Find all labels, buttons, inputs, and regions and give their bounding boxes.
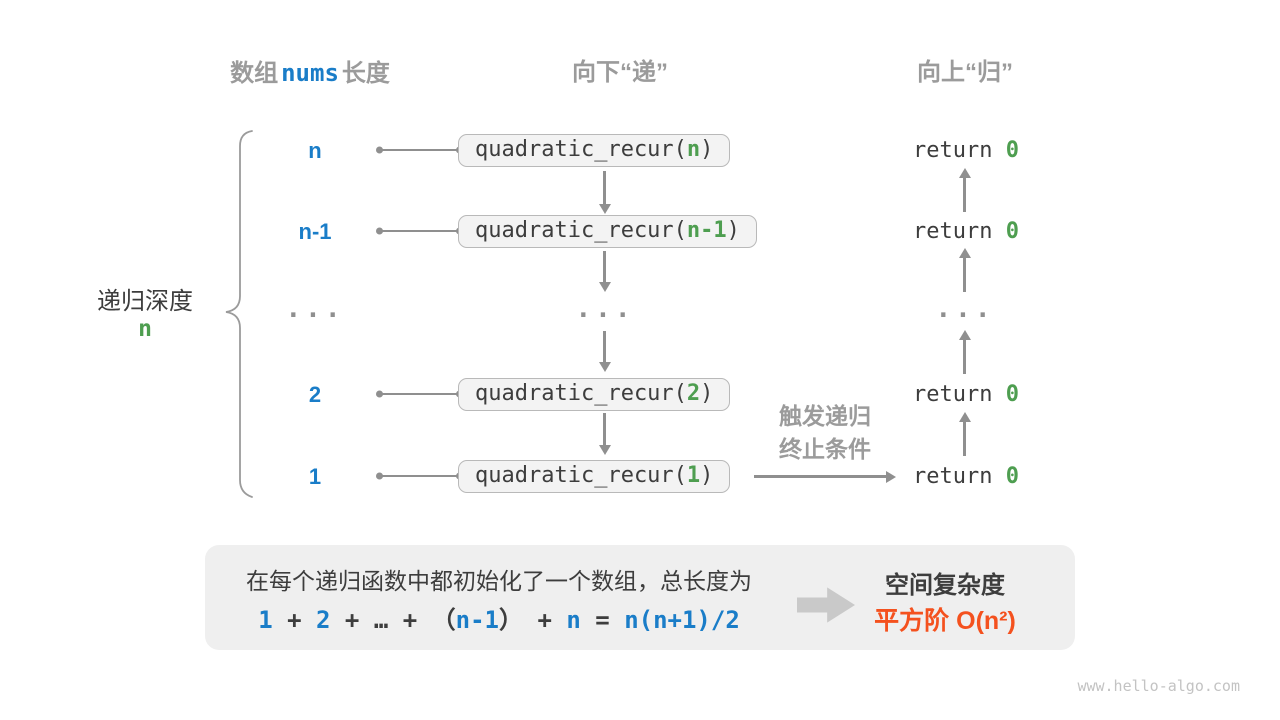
header-array-code: nums [281, 59, 339, 87]
connector-line-icon [379, 393, 461, 395]
formula-ellipsis: … [373, 606, 389, 634]
depth-label: 1 [308, 464, 322, 489]
formula-op: + [272, 606, 317, 634]
trigger-label-line1: 触发递归 [779, 403, 871, 429]
formula-op: + [330, 606, 374, 634]
formula-term: n-1 [455, 606, 500, 634]
trigger-label-line2: 终止条件 [779, 436, 871, 462]
call-arg: 2 [686, 381, 701, 406]
depth-label: 2 [308, 382, 322, 407]
formula-term: n [566, 606, 581, 634]
brace-icon [225, 130, 253, 498]
formula-op: = [580, 606, 625, 634]
ellipsis: ... [285, 294, 345, 324]
return-value: 0 [1005, 219, 1019, 244]
call-arg: n [686, 137, 701, 162]
ellipsis: ... [935, 294, 995, 324]
call-fn: quadratic_recur( [475, 137, 687, 162]
arrow-down-icon [603, 171, 606, 205]
call-close: ) [700, 137, 714, 162]
return-label: return 0 [913, 134, 1019, 167]
header-descend: 向下“递” [572, 59, 668, 86]
header-array-pre: 数组 [230, 60, 279, 87]
call-arg: 1 [686, 463, 701, 488]
header-array-post: 长度 [341, 60, 390, 87]
call-box: quadratic_recur(2) [458, 378, 731, 411]
arrow-up-icon [963, 339, 966, 374]
call-fn: quadratic_recur( [475, 381, 687, 406]
return-keyword: return [913, 219, 1006, 244]
connector-line-icon [379, 475, 461, 477]
arrow-down-icon [603, 251, 606, 283]
arrow-down-icon [603, 331, 606, 363]
depth-caption: 递归深度 [97, 288, 193, 315]
watermark: www.hello-algo.com [1077, 677, 1240, 695]
summary-panel: 在每个递归函数中都初始化了一个数组，总长度为 1 + 2 + … + （n-1）… [205, 545, 1075, 650]
formula-op: + [523, 606, 567, 634]
formula-paren: ） [499, 606, 524, 634]
call-box: quadratic_recur(n) [458, 134, 731, 167]
return-keyword: return [913, 382, 1006, 407]
return-keyword: return [913, 138, 1006, 163]
arrow-up-icon [963, 257, 966, 292]
formula-op: + [388, 606, 432, 634]
complexity-title: 空间复杂度 [885, 572, 1005, 599]
summary-formula: 1 + 2 + … + （n-1） + n = n(n+1)/2 [233, 600, 765, 635]
call-close: ) [726, 218, 740, 243]
ellipsis: ... [575, 294, 635, 324]
arrow-right-icon [754, 475, 886, 478]
formula-term: 2 [316, 606, 331, 634]
call-close: ) [700, 381, 714, 406]
return-label: return 0 [913, 378, 1019, 411]
connector-line-icon [379, 230, 461, 232]
call-close: ) [700, 463, 714, 488]
return-keyword: return [913, 464, 1006, 489]
summary-description: 在每个递归函数中都初始化了一个数组，总长度为 [246, 568, 752, 594]
arrow-down-icon [603, 413, 606, 446]
arrow-up-icon [963, 421, 966, 456]
return-value: 0 [1005, 138, 1019, 163]
return-label: return 0 [913, 215, 1019, 248]
return-value: 0 [1005, 464, 1019, 489]
depth-label: n [308, 138, 322, 163]
call-fn: quadratic_recur( [475, 218, 687, 243]
call-fn: quadratic_recur( [475, 463, 687, 488]
call-box: quadratic_recur(n-1) [458, 215, 757, 248]
call-arg: n-1 [686, 218, 727, 243]
depth-label: n-1 [298, 219, 332, 244]
header-ascend: 向上“归” [917, 59, 1013, 86]
return-value: 0 [1005, 382, 1019, 407]
depth-caption-value: n [138, 316, 152, 342]
connector-line-icon [379, 149, 461, 151]
call-box: quadratic_recur(1) [458, 460, 731, 493]
return-label: return 0 [913, 460, 1019, 493]
arrow-up-icon [963, 177, 966, 212]
formula-paren: （ [431, 606, 456, 634]
formula-term: 1 [258, 606, 273, 634]
complexity-value: 平方阶 O(n²) [874, 607, 1016, 635]
formula-result: n(n+1)/2 [624, 606, 740, 634]
